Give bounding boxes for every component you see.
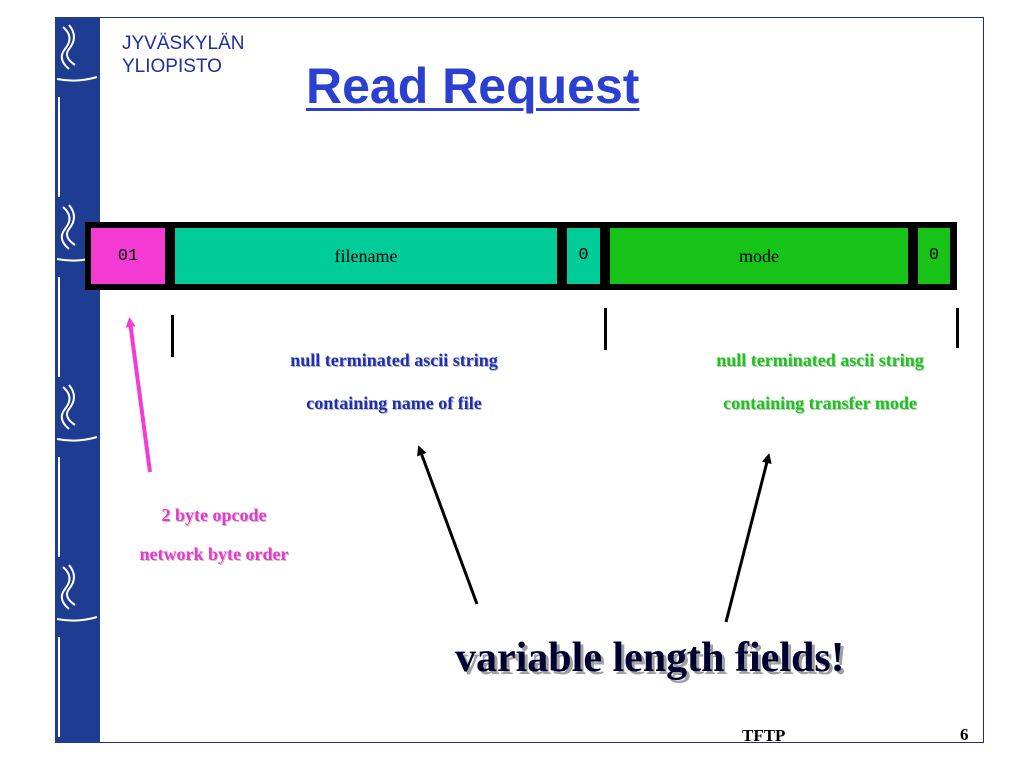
field-boundary-tick [956,308,959,348]
field-boundary-tick [604,308,607,350]
rrq-packet-diagram: 01 filename 0 mode 0 [85,222,957,290]
opcode-annotation: 2 byte opcode network byte order [100,496,328,574]
filename-annotation-line2: containing name of file [306,393,482,413]
footer-topic: TFTP [742,726,786,745]
filename-annotation-line1: null terminated ascii string [290,350,498,370]
university-logo-band [55,17,100,743]
filename-arrow-icon [417,445,479,605]
filename-terminator-field: 0 [567,228,600,284]
opcode-annotation-line1: 2 byte opcode [161,505,267,525]
filename-field: filename [175,228,557,284]
opcode-arrow-icon [125,317,152,473]
filename-annotation: null terminated ascii string containing … [236,339,552,425]
university-line1: JYVÄSKYLÄN [122,33,245,54]
university-line2: YLIOPISTO [122,56,222,77]
slide-frame [55,17,984,743]
torch-logo-icon [56,24,98,737]
opcode-annotation-line2: network byte order [139,544,289,564]
page-number: 6 [960,725,969,744]
mode-arrow-icon [724,453,772,623]
field-boundary-tick [171,315,174,357]
mode-annotation-line2: containing transfer mode [723,393,917,413]
mode-field: mode [610,228,908,284]
variable-length-callout: variable length fields! [455,635,845,681]
mode-terminator-field: 0 [918,228,950,284]
university-name: JYVÄSKYLÄN YLIOPISTO [122,32,245,78]
opcode-field: 01 [91,228,165,284]
mode-annotation: null terminated ascii string containing … [662,339,978,425]
mode-annotation-line1: null terminated ascii string [716,350,924,370]
page-title: Read Request [306,58,640,114]
